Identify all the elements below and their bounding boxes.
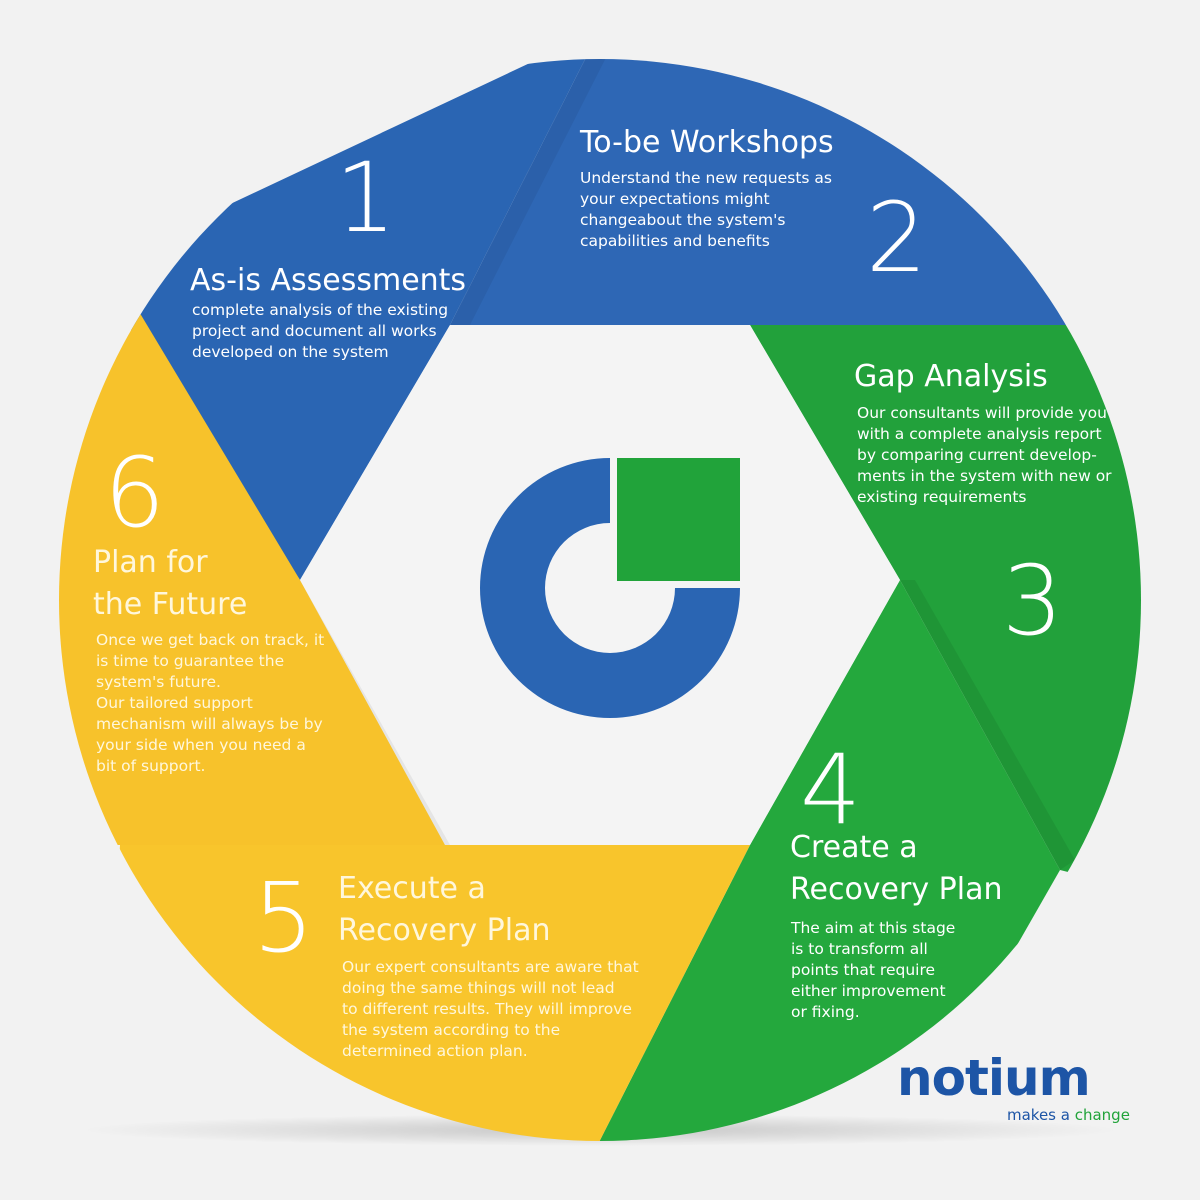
step-6-number: 6 xyxy=(104,437,166,549)
brand-logo: notium xyxy=(897,1049,1091,1107)
step-3-title: Gap Analysis xyxy=(854,359,1048,394)
step-5-number: 5 xyxy=(253,862,315,974)
segment-2-shape xyxy=(450,59,1100,325)
step-1-number: 1 xyxy=(335,142,397,254)
segment-3-shape xyxy=(750,325,1141,900)
step-6-title: Plan for the Future xyxy=(93,545,248,622)
segment-4-shape xyxy=(590,580,1060,1141)
step-3-number: 3 xyxy=(1002,545,1064,657)
step-4-number: 4 xyxy=(800,734,862,846)
step-5-title: Execute a Recovery Plan xyxy=(338,871,551,948)
brand-tagline: makes a change xyxy=(1007,1106,1130,1124)
step-2-title: To-be Workshops xyxy=(580,125,834,160)
notium-symbol-icon xyxy=(480,458,740,718)
step-4-title: Create a Recovery Plan xyxy=(790,830,1003,907)
step-1-title: As-is Assessments xyxy=(190,263,467,298)
segment-6-shape xyxy=(59,300,445,845)
center-hexagon xyxy=(300,325,900,845)
step-2-number: 2 xyxy=(866,182,928,294)
